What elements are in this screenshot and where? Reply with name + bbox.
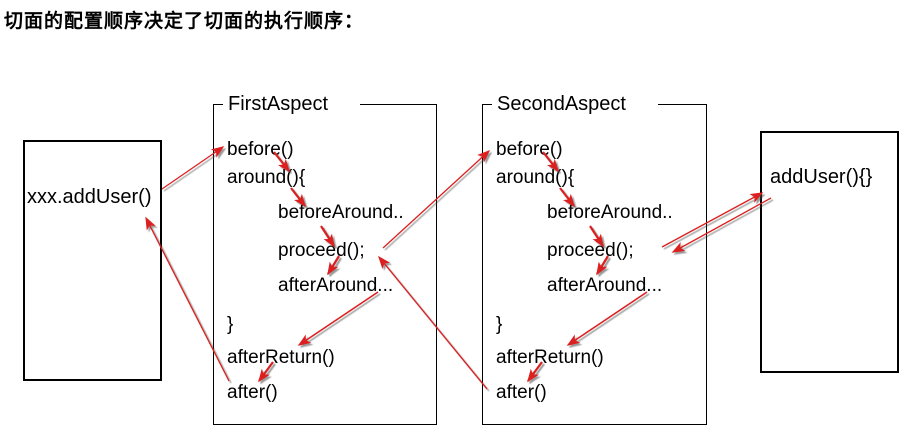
first-aspect-before: before() xyxy=(227,139,294,160)
first-aspect-closing-brace: } xyxy=(227,314,234,335)
first-aspect-afterreturn: afterReturn() xyxy=(227,347,335,368)
first-aspect-after: after() xyxy=(227,382,278,403)
second-aspect-afterreturn: afterReturn() xyxy=(496,347,604,368)
first-aspect-title: FirstAspect xyxy=(223,92,361,116)
second-aspect-around: around(){ xyxy=(496,167,575,188)
second-aspect-title: SecondAspect xyxy=(492,92,658,116)
second-aspect-closing-brace: } xyxy=(496,314,503,335)
caller-box: xxx.addUser() xyxy=(23,140,162,381)
first-aspect-beforearound: beforeAround.. xyxy=(278,202,404,223)
second-aspect-afteraround: afterAround... xyxy=(547,275,663,296)
caller-box-label: xxx.addUser() xyxy=(27,186,152,208)
first-aspect-around: around(){ xyxy=(227,167,306,188)
first-aspect-box: FirstAspect before() around(){ beforeAro… xyxy=(213,92,437,425)
target-method-label: addUser(){} xyxy=(770,166,873,188)
target-method-box: addUser(){} xyxy=(760,131,899,373)
second-aspect-after: after() xyxy=(496,382,547,403)
first-aspect-afteraround: afterAround... xyxy=(278,275,394,296)
page-title: 切面的配置顺序决定了切面的执行顺序： xyxy=(4,11,365,32)
second-aspect-before: before() xyxy=(496,139,563,160)
second-aspect-box: SecondAspect before() around(){ beforeAr… xyxy=(482,92,707,425)
first-aspect-proceed: proceed(); xyxy=(278,240,365,261)
second-aspect-proceed: proceed(); xyxy=(547,240,634,261)
second-aspect-beforearound: beforeAround.. xyxy=(547,202,673,223)
